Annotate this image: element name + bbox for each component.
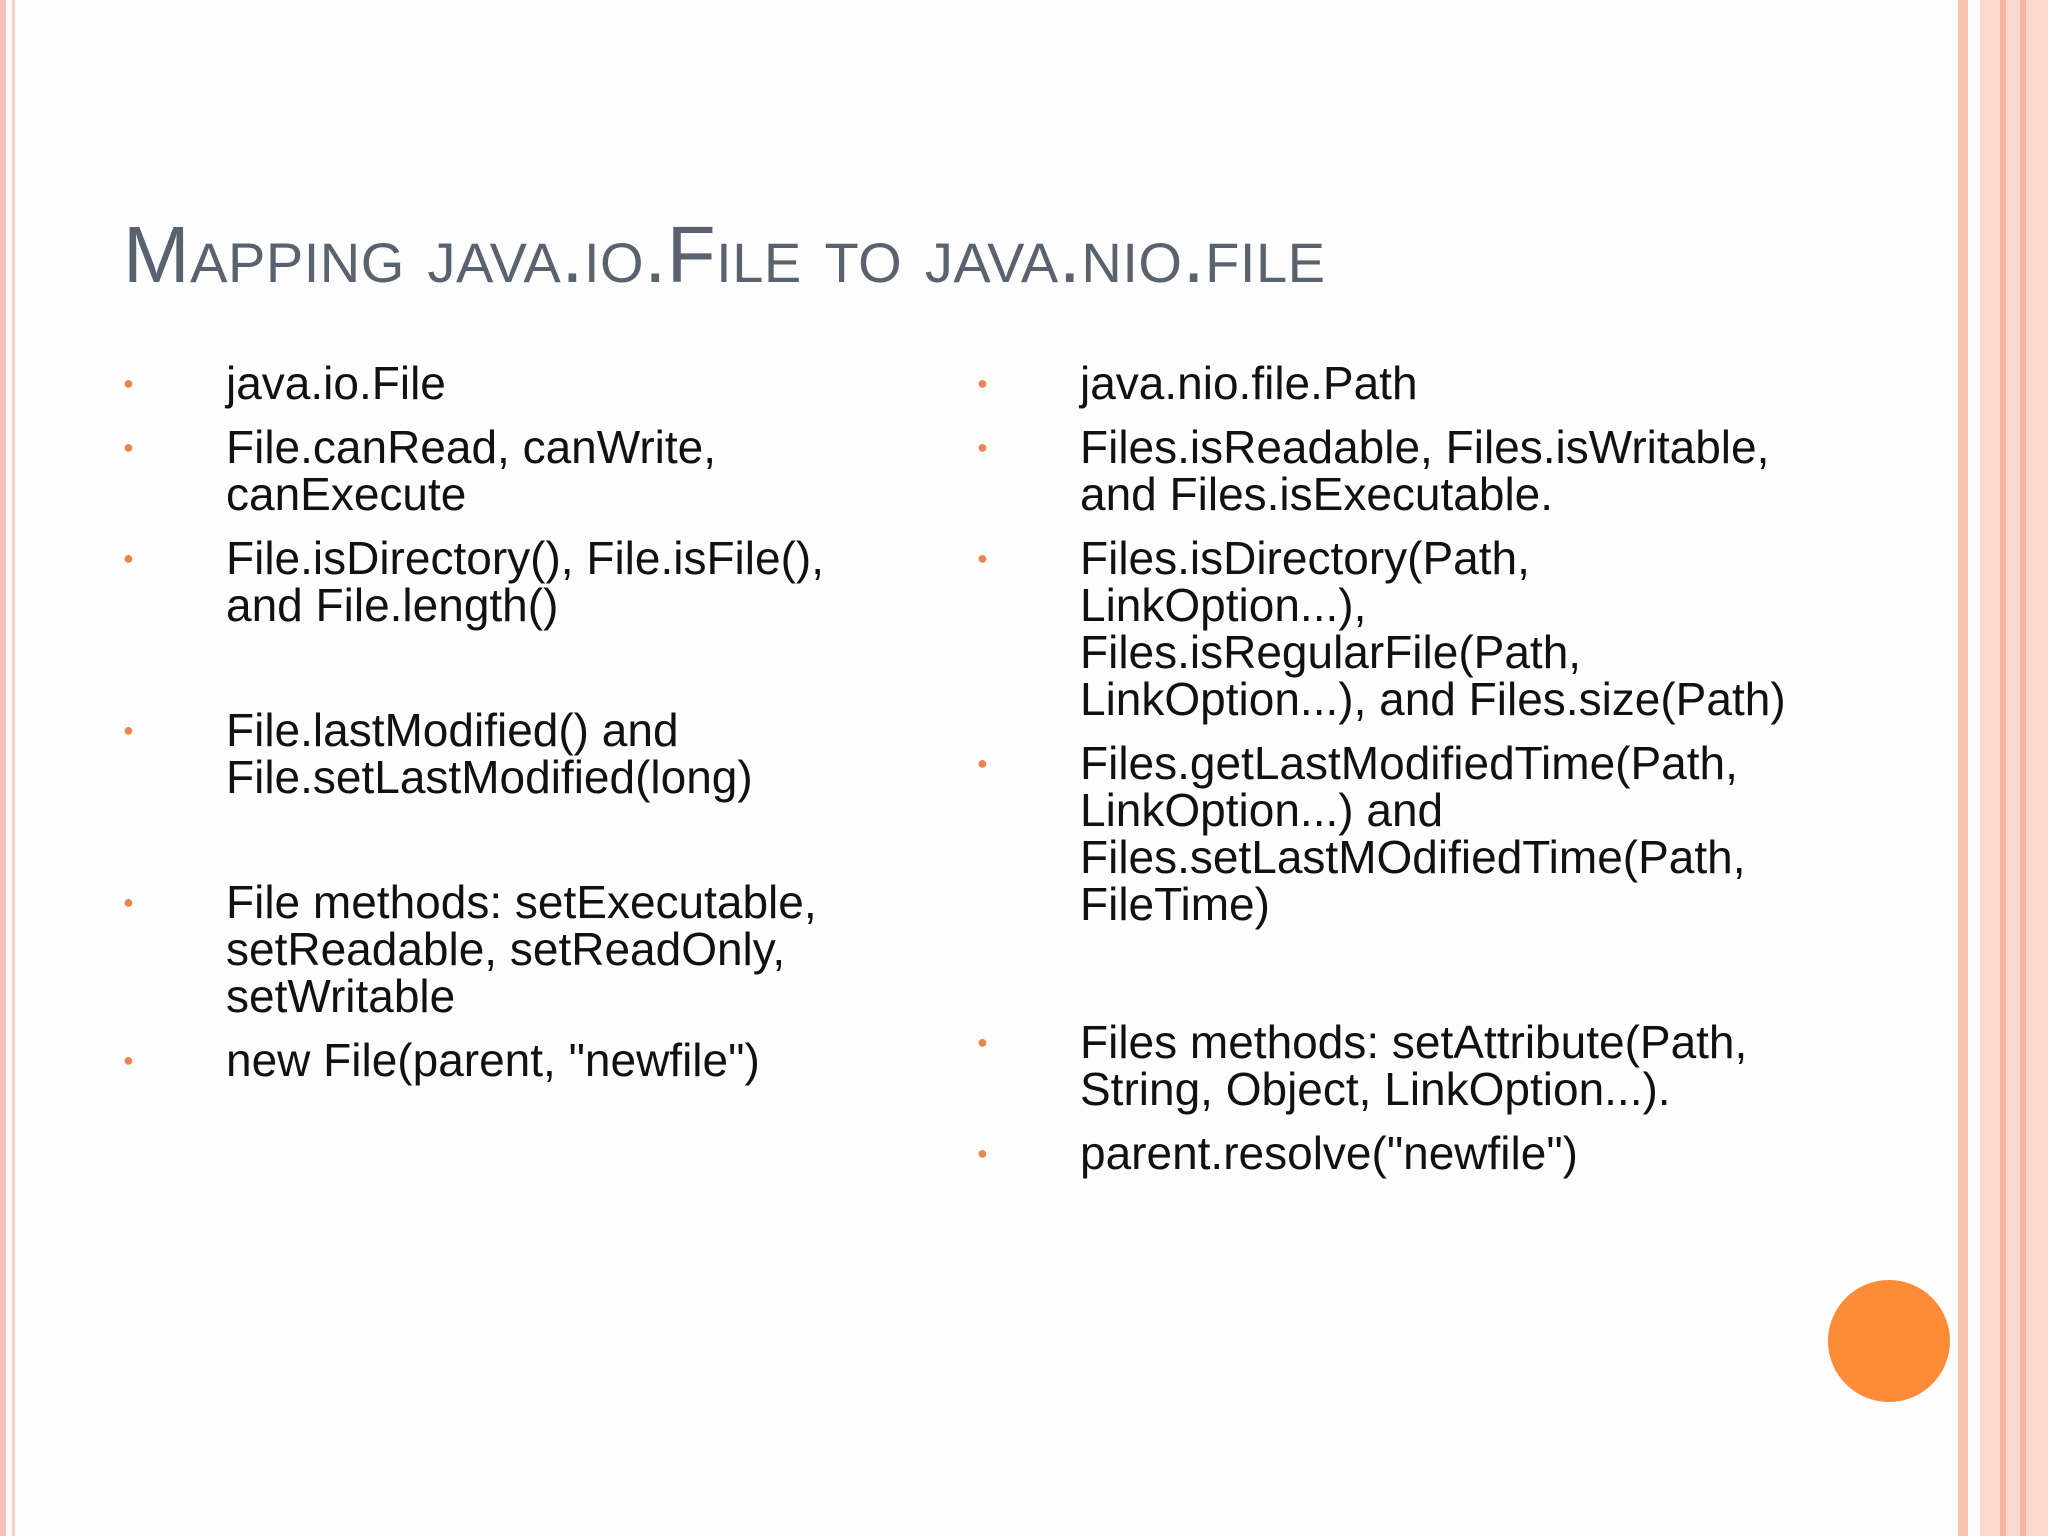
right-border-stripe: [1958, 0, 1968, 1536]
bullet-dot-icon: ●: [977, 1143, 988, 1163]
bullet-dot-icon: ●: [123, 720, 134, 740]
list-item-right-5: ● Files methods: setAttribute(Path, Stri…: [974, 1019, 1814, 1113]
bullet-dot-icon: ●: [977, 373, 988, 393]
bullet-dot-icon: ●: [977, 753, 988, 773]
list-item-right-4: ● Files.getLastModifiedTime(Path, LinkOp…: [974, 740, 1814, 928]
bullet-dot-icon: ●: [123, 373, 134, 393]
list-item-text: File methods: setExecutable, setReadable…: [226, 876, 817, 1022]
list-item-right-2: ● Files.isReadable, Files.isWritable, an…: [974, 424, 1814, 518]
right-border-line-1: [2000, 0, 2006, 1536]
bullet-dot-icon: ●: [977, 437, 988, 457]
list-item-text: Files.getLastModifiedTime(Path, LinkOpti…: [1080, 737, 1746, 930]
left-border-stripe: [0, 0, 6, 1536]
list-item-left-6: ● new File(parent, "newfile"): [120, 1037, 900, 1084]
bullet-dot-icon: ●: [977, 1032, 988, 1052]
list-item-left-4: ● File.lastModified() and File.setLastMo…: [120, 707, 900, 801]
list-item-right-3: ● Files.isDirectory(Path, LinkOption...)…: [974, 535, 1814, 723]
list-item-text: parent.resolve("newfile"): [1080, 1127, 1578, 1179]
list-item-text: Files.isReadable, Files.isWritable, and …: [1080, 421, 1770, 520]
list-item-text: Files.isDirectory(Path, LinkOption...), …: [1080, 532, 1786, 725]
orange-circle-decoration: [1828, 1280, 1950, 1402]
bullet-dot-icon: ●: [123, 437, 134, 457]
bullet-dot-icon: ●: [123, 892, 134, 912]
list-item-text: java.nio.file.Path: [1080, 357, 1418, 409]
bullet-dot-icon: ●: [977, 548, 988, 568]
list-item-right-6: ● parent.resolve("newfile"): [974, 1130, 1814, 1177]
list-item-text: java.io.File: [226, 357, 446, 409]
list-item-left-5: ● File methods: setExecutable, setReadab…: [120, 879, 900, 1020]
left-column: ● java.io.File ● File.canRead, canWrite,…: [120, 360, 900, 1101]
list-item-left-3: ● File.isDirectory(), File.isFile(), and…: [120, 535, 900, 629]
right-border-band: [1980, 0, 2048, 1536]
right-column: ● java.nio.file.Path ● Files.isReadable,…: [974, 360, 1814, 1194]
list-item-text: new File(parent, "newfile"): [226, 1034, 760, 1086]
right-border-line-2: [2020, 0, 2026, 1536]
list-item-right-1: ● java.nio.file.Path: [974, 360, 1814, 407]
list-item-text: File.isDirectory(), File.isFile(), and F…: [226, 532, 824, 631]
slide-title: Mapping java.io.File to java.nio.file: [123, 210, 1326, 299]
list-item-left-1: ● java.io.File: [120, 360, 900, 407]
list-item-text: Files methods: setAttribute(Path, String…: [1080, 1016, 1748, 1115]
bullet-dot-icon: ●: [123, 1050, 134, 1070]
list-item-text: File.canRead, canWrite, canExecute: [226, 421, 717, 520]
left-border-stripe-inner: [12, 0, 15, 1536]
bullet-dot-icon: ●: [123, 548, 134, 568]
list-item-left-2: ● File.canRead, canWrite, canExecute: [120, 424, 900, 518]
list-item-text: File.lastModified() and File.setLastModi…: [226, 704, 753, 803]
